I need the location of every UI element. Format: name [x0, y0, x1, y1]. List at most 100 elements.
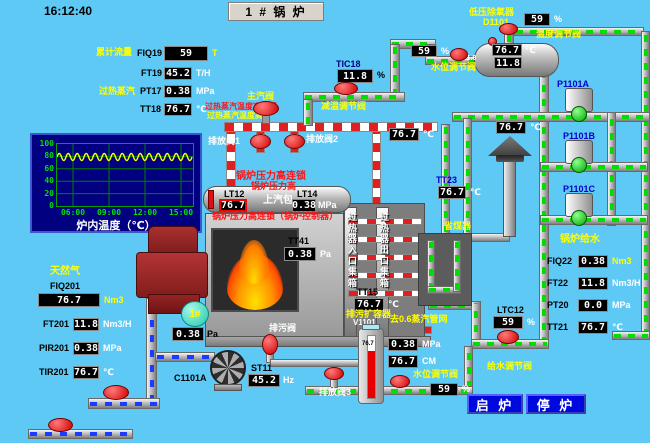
alarm-drum-pressure-interlock: 锅炉压力高连锁 — [236, 171, 306, 182]
unit-ft201: Nm3/H — [103, 319, 132, 329]
gauge-value: 76.7 — [362, 341, 374, 347]
feedwater-control-valve[interactable] — [497, 330, 519, 344]
start-boiler-button[interactable]: 启 炉 — [467, 394, 523, 414]
pump-b-tag: P1101B — [563, 131, 596, 141]
pipe-pump-row-b — [540, 162, 648, 172]
drain-valve-1[interactable] — [250, 134, 271, 149]
tag-ft201: FT201 — [43, 319, 70, 329]
unit-steam-temp: ℃ — [423, 129, 434, 139]
blowdown-valve[interactable] — [262, 334, 278, 355]
feedwater-valve-label: 给水调节阀 — [487, 361, 533, 371]
pipe-economizer-riser — [463, 118, 472, 234]
blowdown-level-gauge: 76.7 — [358, 324, 384, 404]
unit-tt18: ℃ — [196, 104, 207, 114]
tag-fiq19: FIQ19 — [137, 48, 163, 58]
main-steam-valve-label: 主汽阀 — [247, 91, 275, 101]
tag-tir201: TIR201 — [39, 367, 69, 377]
tag-tt41: TT41 — [288, 236, 310, 246]
pipe-blowdown-h — [270, 359, 362, 367]
fan-icon — [210, 350, 246, 386]
drain-valve-2[interactable] — [284, 134, 305, 149]
alarm-drum-controller: 锅炉压力高连锁（锅炉控制器） — [212, 211, 339, 221]
blowdown-vessel-label: 排污扩容器 — [346, 309, 392, 319]
pump-c-status — [571, 210, 587, 226]
tag-tic18: TIC18 — [336, 59, 361, 69]
pipe-right-riser — [641, 31, 650, 338]
unit-bd-pressure: MPa — [422, 339, 441, 349]
water-level-valve[interactable] — [390, 375, 410, 388]
chimney-cap — [488, 136, 532, 156]
burner-body — [136, 252, 208, 298]
pipe-gas-to-fan — [155, 352, 215, 362]
pipe-bottom-feed — [305, 386, 473, 395]
unit-ltc12: % — [527, 317, 536, 327]
unit-pt20: MPa — [612, 300, 631, 310]
pump-b-status — [571, 157, 587, 173]
deaerator-title: 低压除氧器 — [469, 7, 515, 17]
value-deaerator-temp: 76.7 — [492, 44, 522, 56]
value-ft201: 11.8 — [73, 318, 99, 331]
tag-ft22: FT22 — [547, 278, 569, 288]
value-water-level-pct: 59 — [430, 383, 458, 396]
deaerator-level-valve[interactable] — [450, 48, 468, 61]
unit-tt15: ℃ — [388, 299, 399, 309]
unit-tt41: Pa — [320, 249, 332, 259]
page-title-button[interactable]: 1 # 锅 炉 — [228, 2, 324, 21]
stop-boiler-button[interactable]: 停 炉 — [526, 394, 586, 414]
drain-valve-3-label: 排放阀3 — [319, 387, 352, 397]
y-tick: 100 — [39, 139, 54, 148]
pump-a-tag: P1101A — [557, 79, 590, 89]
alarm-steam-temp-hh: 过热蒸汽温度高高报 — [205, 102, 277, 111]
value-st11: 45.2 — [248, 374, 280, 387]
value-deaerator-level-pct: 59 — [411, 45, 437, 57]
unit-ft19: T/H — [196, 68, 211, 78]
economizer — [418, 233, 472, 306]
unit-pt17: MPa — [196, 86, 215, 96]
desuperheater-valve-label: 减温调节阀 — [321, 101, 367, 111]
alarm-steam-temp-h: 过热蒸汽温度高 — [207, 111, 263, 120]
value-fiq19: 59 — [164, 46, 208, 61]
y-tick: 60 — [44, 164, 54, 173]
drum-label: 上汽包 — [263, 195, 293, 206]
alarm-drum-pressure-high: 锅炉压力高 — [251, 181, 297, 191]
flame-tip-icon — [239, 240, 269, 284]
value-tic18: 11.8 — [337, 69, 373, 83]
tag-pt20: PT20 — [547, 300, 569, 310]
value-lt14: 0.38 — [291, 199, 317, 212]
value-pt20: 0.0 — [578, 299, 608, 312]
deaerator-temp-valve[interactable] — [499, 23, 518, 35]
unit-tic18: % — [377, 70, 386, 80]
value-lt12: 76.7 — [219, 199, 247, 212]
chimney-flange — [496, 155, 524, 162]
value-flue-temp: 76.7 — [496, 121, 526, 134]
furnace-window — [211, 228, 299, 312]
tag-tt21: TT21 — [547, 322, 569, 332]
superheater-tube — [348, 218, 422, 225]
y-tick: 20 — [44, 189, 54, 198]
drain-valve-2-label: 排放阀2 — [306, 134, 339, 144]
unit-flue-temp: ℃ — [530, 122, 541, 132]
unit-fiq201: Nm3 — [104, 295, 124, 305]
pipe-pump-row-a — [452, 112, 650, 122]
gas-valve-1[interactable] — [103, 385, 129, 400]
desuperheater-valve[interactable] — [334, 82, 358, 95]
unit-tt23: ℃ — [470, 187, 481, 197]
deaerator-level-valve-label: 水位调节阀 — [431, 62, 477, 72]
tag-lt14: LT14 — [297, 189, 318, 199]
drain-valve-3[interactable] — [324, 367, 344, 380]
main-steam-valve[interactable] — [253, 101, 279, 116]
unit-fiq22: Nm3 — [612, 256, 632, 266]
tag-fiq201: FIQ201 — [50, 281, 81, 291]
chimney-stack — [503, 161, 516, 237]
value-tt15: 76.7 — [354, 298, 384, 311]
unit-water-level-pct: % — [462, 384, 471, 394]
pipe-gas-corner — [28, 429, 133, 439]
unit-deaerator-tr-pct: % — [554, 14, 563, 24]
blowdown-valve-label: 排污阀 — [269, 323, 297, 333]
pipe-main-steam — [224, 122, 438, 132]
gas-valve-2[interactable] — [48, 418, 73, 432]
tag-tt18: TT18 — [140, 104, 162, 114]
tag-lt12: LT12 — [224, 189, 245, 199]
value-pt17: 0.38 — [164, 85, 192, 98]
drum-level-gauge — [208, 190, 214, 209]
